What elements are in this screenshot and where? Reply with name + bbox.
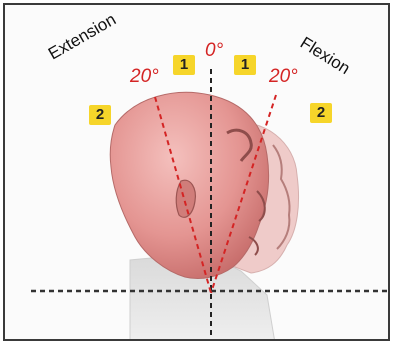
flexion-angle-label: 20°: [269, 66, 298, 88]
flexion-inner-badge: 1: [234, 55, 256, 75]
extension-angle-label: 20°: [130, 66, 159, 88]
extension-inner-badge: 1: [173, 55, 195, 75]
flexion-outer-badge: 2: [310, 103, 332, 123]
neutral-angle-label: 0°: [205, 40, 223, 62]
extension-outer-badge: 2: [89, 105, 111, 125]
diagram-frame: Extension Flexion 20° 0° 20° 1 1 2 2: [3, 3, 390, 341]
